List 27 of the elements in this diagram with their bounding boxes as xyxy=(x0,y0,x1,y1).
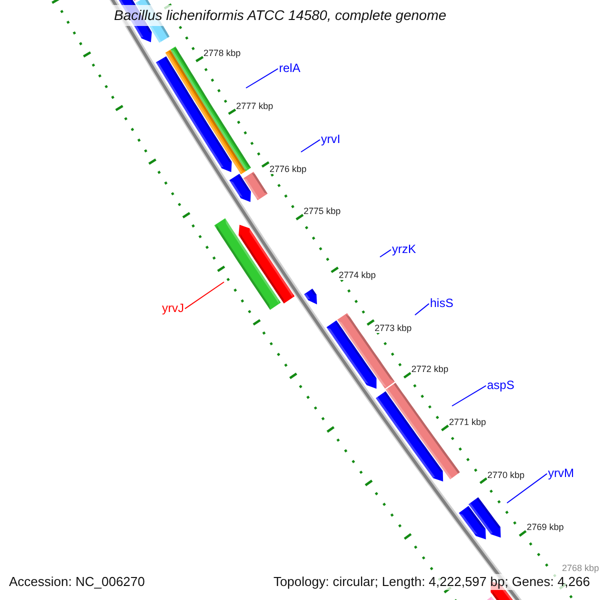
leader-line xyxy=(300,139,320,152)
scale-label: 2774 kbp xyxy=(338,270,376,280)
scale-label: 2773 kbp xyxy=(374,322,412,333)
scale-label: 2771 kbp xyxy=(448,416,486,427)
scale-label: 2777 kbp xyxy=(236,100,274,111)
scale-label: 2768 kbp xyxy=(562,563,600,574)
genome-stats-text: Topology: circular; Length: 4,222,597 bp; Genes: 4,266 xyxy=(271,574,592,590)
gene-label: yrvJ xyxy=(162,301,184,315)
scale-label: 2778 kbp xyxy=(204,48,241,58)
scale-label: 2770 kbp xyxy=(487,470,524,480)
leader-line xyxy=(414,303,430,316)
scale-label: 2775 kbp xyxy=(304,206,341,216)
gene-label: yrvM xyxy=(548,466,574,480)
scale-label: 2776 kbp xyxy=(269,164,306,174)
accession-text: Accession: NC_006270 xyxy=(9,574,145,590)
scale-label: 2772 kbp xyxy=(411,364,448,374)
leader-line xyxy=(380,249,392,258)
gene-label: yrvI xyxy=(321,132,340,146)
leader-line xyxy=(246,68,278,88)
leader-line xyxy=(452,385,486,406)
leader-line xyxy=(184,282,224,310)
gene-label: aspS xyxy=(487,378,514,392)
gene-label: relA xyxy=(279,61,300,75)
gene-label: hisS xyxy=(430,296,454,310)
scale-label: 2769 kbp xyxy=(526,522,564,532)
gene-label: yrzK xyxy=(392,242,416,256)
leader-line xyxy=(506,473,548,504)
